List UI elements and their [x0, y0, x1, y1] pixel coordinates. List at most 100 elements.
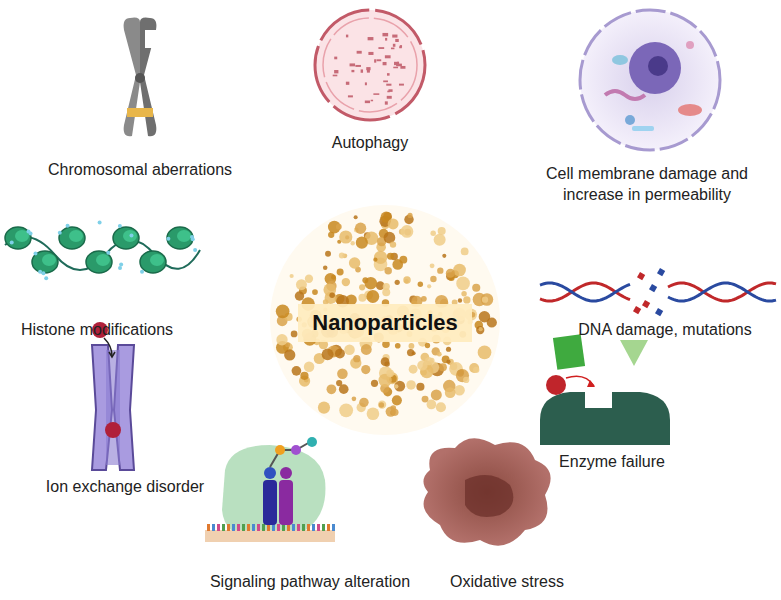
particle	[367, 407, 380, 420]
debris	[373, 93, 379, 95]
dot	[190, 235, 194, 239]
base	[272, 524, 275, 531]
debris	[385, 55, 391, 58]
base	[287, 524, 290, 531]
particle	[374, 251, 387, 264]
dot	[33, 251, 37, 255]
debris	[371, 100, 373, 102]
histone	[140, 251, 166, 273]
base	[327, 524, 330, 531]
base	[212, 524, 215, 531]
histone	[113, 227, 139, 249]
particle	[276, 334, 287, 345]
particle	[337, 369, 348, 380]
particle	[436, 402, 446, 412]
particle	[356, 237, 368, 249]
particle	[304, 361, 314, 371]
particle	[476, 326, 484, 334]
base	[262, 524, 265, 531]
dot	[44, 276, 48, 280]
particle	[430, 263, 435, 268]
particle	[482, 297, 488, 303]
histone	[123, 230, 137, 242]
dot	[10, 240, 14, 244]
base	[282, 524, 285, 531]
base	[277, 524, 280, 531]
base	[252, 524, 255, 531]
base	[247, 524, 250, 531]
particle	[354, 215, 358, 219]
debris	[383, 80, 388, 82]
particle	[353, 355, 360, 362]
particle	[427, 284, 431, 288]
histone	[69, 230, 83, 242]
debris	[374, 59, 376, 62]
debris	[346, 35, 348, 38]
particle	[395, 343, 401, 349]
ion-channel-icon	[92, 322, 134, 470]
particle	[392, 259, 403, 270]
histone	[167, 227, 193, 249]
debris	[368, 37, 374, 40]
particle	[276, 304, 290, 318]
dna-fragment	[633, 306, 641, 314]
histone	[96, 254, 110, 266]
particle	[390, 241, 396, 247]
dot	[58, 231, 62, 235]
particle	[342, 278, 350, 286]
particle	[437, 268, 443, 274]
particle	[446, 269, 455, 278]
debris	[383, 62, 387, 65]
particle	[325, 251, 331, 257]
particle	[344, 344, 355, 355]
particle	[318, 402, 330, 414]
particle	[458, 298, 462, 302]
dna-strand	[540, 283, 630, 301]
node-text: Nanoparticles	[312, 310, 458, 335]
particle	[430, 231, 435, 236]
particle	[371, 380, 378, 387]
debris	[386, 84, 391, 86]
debris	[393, 44, 396, 47]
debris	[397, 62, 399, 65]
particle	[335, 349, 345, 359]
autophagy-icon	[315, 10, 425, 120]
dot	[166, 237, 170, 241]
dna-strand	[668, 283, 776, 301]
particle	[395, 280, 400, 285]
debris	[333, 75, 338, 77]
dot	[66, 224, 70, 228]
dot	[118, 266, 122, 270]
particle	[409, 365, 418, 374]
particle	[469, 363, 479, 373]
oxidative-icon	[423, 438, 550, 545]
particle	[300, 372, 308, 380]
particle	[291, 331, 298, 338]
debris	[368, 52, 373, 55]
cell-icon	[580, 10, 720, 150]
debris	[377, 59, 382, 61]
debris	[348, 95, 353, 97]
particle	[296, 279, 307, 290]
dna-fragment	[637, 272, 645, 280]
dna-fragment	[642, 300, 650, 308]
particle	[407, 349, 414, 356]
base	[267, 524, 270, 531]
particle	[379, 402, 384, 407]
histone-icon	[5, 221, 200, 281]
particle	[427, 400, 437, 410]
particle	[292, 366, 302, 376]
particle	[383, 283, 390, 290]
debris	[387, 96, 392, 99]
debris	[391, 48, 394, 50]
debris	[400, 66, 405, 69]
debris	[365, 82, 367, 85]
particle	[456, 277, 470, 291]
debris	[350, 63, 356, 66]
debris	[366, 67, 370, 70]
title-box: Nanoparticles	[298, 304, 472, 342]
particle	[479, 327, 483, 331]
histone	[59, 227, 85, 249]
particle	[446, 360, 450, 364]
histone	[177, 230, 191, 242]
